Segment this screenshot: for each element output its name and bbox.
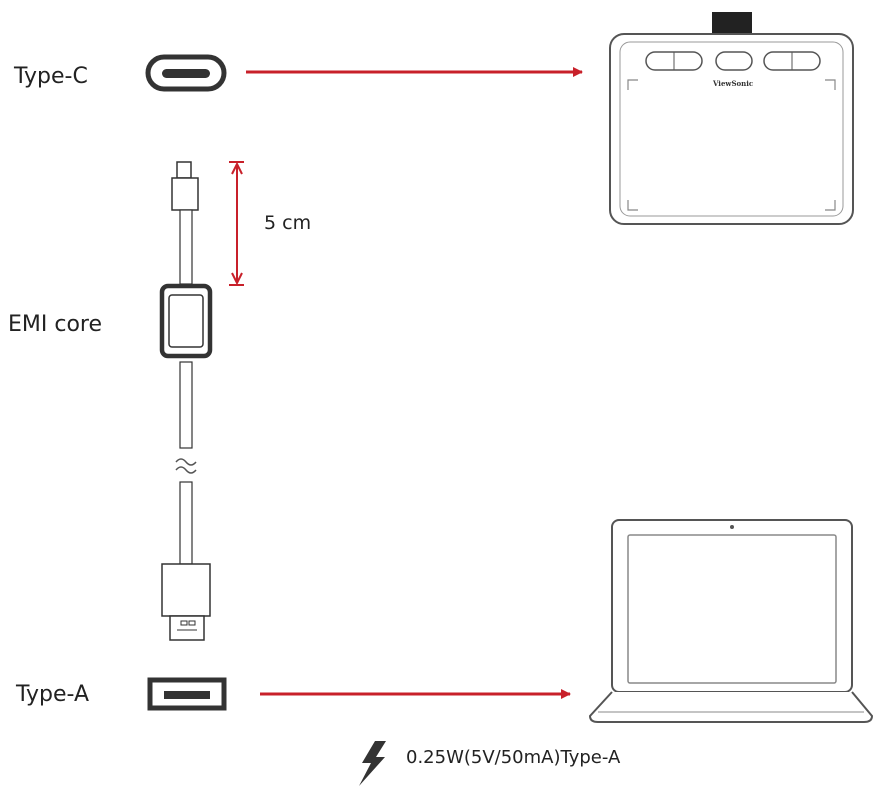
type-a-label: Type-A <box>16 682 90 707</box>
lightning-bolt-icon <box>359 741 386 786</box>
power-spec-label: 0.25W(5V/50mA)Type-A <box>406 747 621 768</box>
emi-core-icon <box>159 283 213 359</box>
dimension-bracket <box>229 161 244 286</box>
type-c-label: Type-C <box>14 64 88 89</box>
usb-cable-lower <box>161 361 211 641</box>
type-c-port-icon <box>145 54 227 92</box>
type-a-port-icon <box>147 677 227 711</box>
pen-tablet-icon: ViewSonic <box>609 12 854 225</box>
emi-core-label: EMI core <box>8 312 103 337</box>
tablet-brand-logo: ViewSonic <box>712 79 753 88</box>
cable-dimension-label: 5 cm <box>264 212 312 234</box>
laptop-icon <box>588 519 874 723</box>
usb-cable-icon <box>171 161 199 285</box>
